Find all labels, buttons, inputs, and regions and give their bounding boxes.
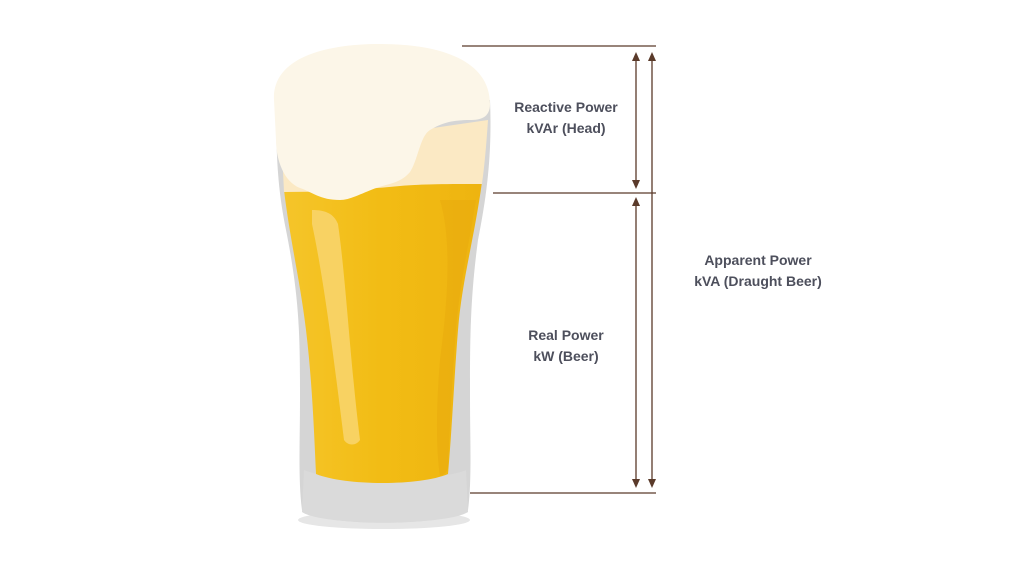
real-power-unit: kW (Beer) — [533, 348, 599, 364]
measurement-lines — [462, 45, 656, 494]
reactive-power-label: Reactive Power kVAr (Head) — [496, 97, 636, 139]
reactive-arrow-head-up — [632, 52, 640, 61]
reactive-arrow-head-down — [632, 180, 640, 189]
beer-highlight — [312, 210, 360, 445]
apparent-arrow-head-down — [648, 479, 656, 488]
reactive-power-title: Reactive Power — [514, 99, 618, 115]
apparent-arrow-head-up — [648, 52, 656, 61]
real-power-label: Real Power kW (Beer) — [496, 325, 636, 367]
apparent-power-unit: kVA (Draught Beer) — [694, 273, 822, 289]
real-power-title: Real Power — [528, 327, 604, 343]
reactive-power-unit: kVAr (Head) — [526, 120, 606, 136]
beer-glass-icon — [273, 44, 491, 523]
foam-head — [273, 44, 490, 200]
glass-base — [302, 470, 468, 523]
beer-shade — [437, 200, 476, 476]
real-arrow-head-up — [632, 197, 640, 206]
real-arrow-head-down — [632, 479, 640, 488]
apparent-power-title: Apparent Power — [704, 252, 812, 268]
apparent-power-label: Apparent Power kVA (Draught Beer) — [672, 250, 844, 292]
